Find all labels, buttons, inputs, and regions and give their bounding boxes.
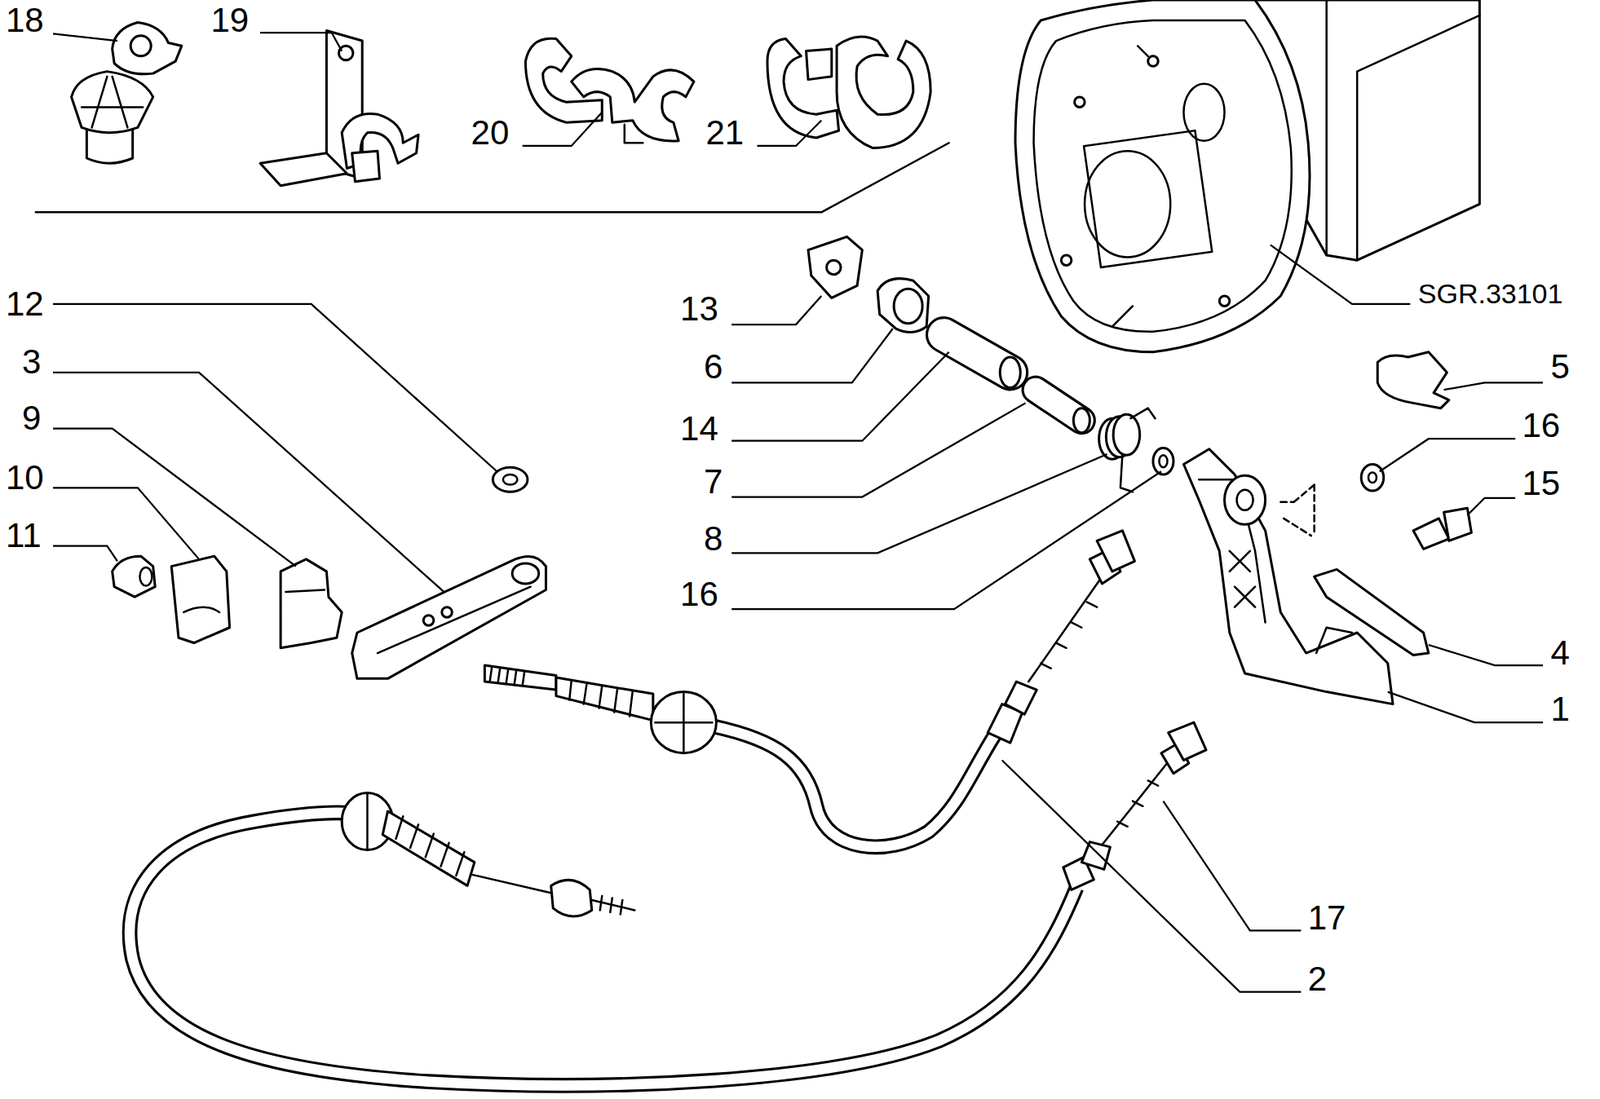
callout-number: 7 <box>702 464 725 500</box>
callout-number: 12 <box>4 287 46 322</box>
bracket <box>260 30 419 186</box>
callout-number: 2 <box>1306 962 1329 997</box>
callout-number: 3 <box>20 344 43 380</box>
callout-number: 18 <box>4 3 46 38</box>
callout-number: 6 <box>702 349 725 385</box>
callout-number: 13 <box>678 291 721 327</box>
callout-number: 4 <box>1548 636 1571 671</box>
return-spring <box>1099 408 1156 493</box>
callout-number: 16 <box>1520 408 1562 443</box>
callout-number: 15 <box>1520 466 1562 501</box>
clutch-pedal <box>1183 352 1472 705</box>
callout-number: 8 <box>702 521 725 557</box>
drawing-reference: SGR.33101 <box>1416 279 1565 308</box>
callout-number: 10 <box>4 460 46 496</box>
leader-lines <box>53 32 1543 993</box>
clutch-cable <box>129 722 1207 1086</box>
cable-clip <box>525 38 694 143</box>
clutch-cable <box>484 530 1135 848</box>
callout-number: 14 <box>678 411 721 447</box>
callout-number: 21 <box>703 115 746 151</box>
callout-number: 20 <box>469 115 512 151</box>
callout-number: 9 <box>20 401 43 436</box>
pivot-parts <box>808 236 1174 492</box>
callout-number: 17 <box>1306 901 1349 936</box>
cable-clip <box>767 36 931 148</box>
callout-number: 19 <box>209 3 252 38</box>
callout-number: 5 <box>1548 349 1571 385</box>
pedal-housing <box>1015 0 1480 353</box>
callout-number: 16 <box>678 577 721 612</box>
cable-holder <box>71 22 182 164</box>
callout-number: 1 <box>1548 692 1571 727</box>
separator-line <box>35 142 950 213</box>
lever-parts <box>112 467 547 679</box>
callout-number: 11 <box>4 518 44 553</box>
